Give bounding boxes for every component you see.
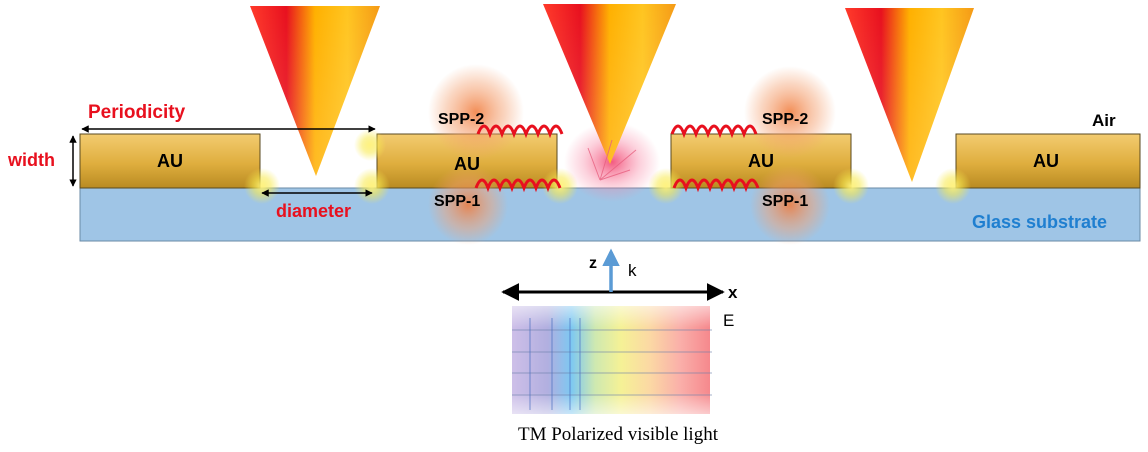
e-field-label: E	[723, 311, 734, 330]
spp-wave-1-left	[474, 178, 562, 193]
diameter-label: diameter	[276, 201, 351, 221]
light-cone-1	[250, 6, 380, 176]
spp-wave-2-left	[476, 124, 564, 139]
spectrum-gridlines	[512, 329, 712, 396]
x-axis-label: x	[728, 283, 738, 302]
orange-glow-spp1-right	[750, 165, 830, 245]
spectrum-field-arrows	[529, 318, 581, 410]
spectrum-panel	[512, 306, 712, 414]
z-axis-label: z	[589, 255, 597, 272]
spp2-label-left: SPP-2	[438, 111, 484, 128]
au-label-1: AU	[157, 151, 183, 171]
spp-wave-1-right	[672, 178, 760, 193]
edge-glow	[244, 168, 280, 204]
width-label: width	[7, 150, 55, 170]
spp1-label-right: SPP-1	[762, 193, 808, 210]
au-label-2: AU	[454, 154, 480, 174]
periodicity-label: Periodicity	[88, 102, 186, 123]
edge-glow	[935, 168, 971, 204]
caption: TM Polarized visible light	[518, 424, 719, 445]
edge-glow	[648, 168, 684, 204]
edge-glow	[354, 129, 386, 161]
spp2-label-right: SPP-2	[762, 111, 808, 128]
spp1-label-left: SPP-1	[434, 193, 480, 210]
light-cone-3	[845, 8, 974, 182]
au-label-4: AU	[1033, 151, 1059, 171]
orange-glow-spp2-left	[428, 64, 524, 160]
edge-glow	[833, 168, 869, 204]
gold-block-1	[79, 133, 261, 189]
au-label-3: AU	[748, 151, 774, 171]
k-vector-label: k	[628, 261, 637, 280]
air-label: Air	[1092, 111, 1116, 130]
pink-glow-center	[564, 122, 660, 202]
orange-glow-spp2-right	[744, 66, 836, 158]
glass-substrate-label: Glass substrate	[972, 212, 1107, 232]
light-cone-2	[543, 4, 676, 164]
spp-wave-2-right	[670, 124, 758, 139]
edge-glow	[354, 168, 390, 204]
gold-block-4	[955, 133, 1141, 189]
scattered-rays	[587, 139, 637, 181]
